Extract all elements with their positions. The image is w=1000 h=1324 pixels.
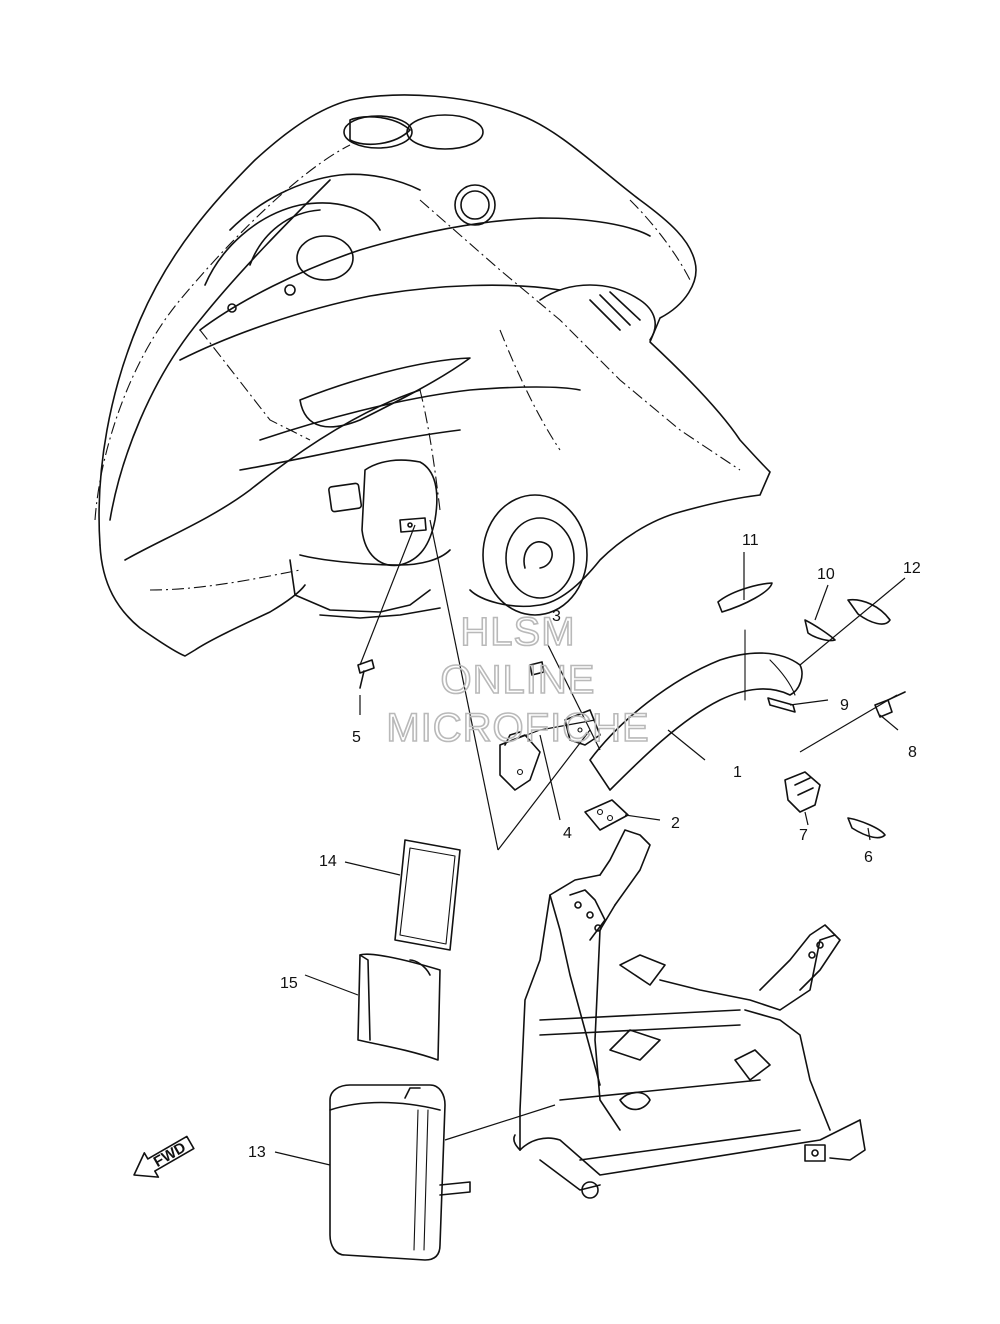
callout-5: 5: [352, 729, 361, 746]
forward-arrow-icon: FWD: [133, 1135, 195, 1178]
part-10-label: [804, 619, 836, 642]
watermark-line-1: HLSM: [460, 610, 575, 654]
callout-14: 14: [319, 853, 337, 870]
handlebar-frame: [513, 829, 866, 1199]
part-9-pad: [767, 697, 796, 713]
body-cowling: [94, 94, 771, 657]
part-13-bag: [329, 1084, 471, 1261]
callout-15: 15: [280, 975, 298, 992]
part-12-label: [847, 598, 891, 625]
callout-11: 11: [742, 532, 759, 549]
watermark-line-3: MICROFICHE: [386, 706, 649, 750]
part-8-rivet: [874, 691, 906, 718]
callout-7: 7: [799, 827, 808, 844]
part-2-plate: [584, 799, 629, 831]
callout-6: 6: [864, 849, 873, 866]
part-14-sheet: [394, 839, 461, 951]
part-1-cover: [589, 629, 803, 791]
callout-9: 9: [840, 697, 849, 714]
part-7-bracket: [784, 771, 821, 813]
callout-4: 4: [563, 825, 572, 842]
part-3-screw: [529, 661, 545, 676]
leader-lines: [274, 519, 906, 1166]
watermark: HLSM ONLINE MICROFICHE: [386, 609, 650, 751]
callout-labels: 1 2 3 4 5 6 7 8 9 10 11 12 13 14 15: [248, 532, 921, 1161]
watermark-line-2: ONLINE: [441, 658, 596, 702]
part-15-cover: [357, 953, 441, 1061]
callout-12: 12: [903, 560, 921, 577]
fwd-label: FWD: [151, 1139, 189, 1171]
callout-13: 13: [248, 1144, 266, 1161]
callout-3: 3: [552, 608, 561, 625]
callout-8: 8: [908, 744, 917, 761]
callout-10: 10: [817, 566, 835, 583]
callout-1: 1: [733, 764, 742, 781]
part-11-strip: [717, 582, 773, 613]
callout-2: 2: [671, 815, 680, 832]
part-5-screw: [357, 659, 375, 689]
part-6-clip: [847, 817, 886, 839]
